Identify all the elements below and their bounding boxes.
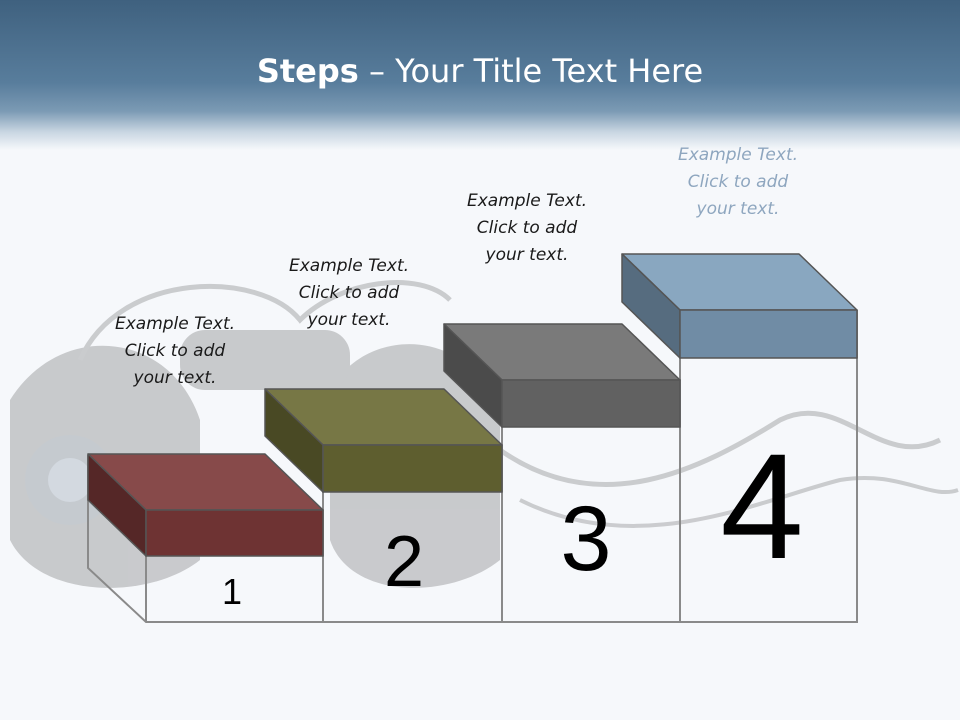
step-2-text[interactable]: Example Text. Click to add your text. (288, 256, 410, 330)
step-4-text[interactable]: Example Text. Click to add your text. (677, 145, 799, 219)
step-number-2: 2 (384, 522, 424, 602)
step-number-1: 1 (222, 571, 242, 612)
title-banner (0, 0, 960, 150)
step-number-4: 4 (720, 422, 803, 590)
step-2-block-front (322, 444, 503, 493)
step-3-text[interactable]: Example Text. Click to add your text. (466, 191, 588, 265)
step-1-text[interactable]: Example Text. Click to add your text. (114, 314, 236, 388)
title-rest: – Your Title Text Here (358, 52, 704, 90)
step-4-block-front (679, 309, 858, 359)
title-bold: Steps (256, 52, 359, 90)
step-3-block-front (501, 379, 681, 428)
step-number-3: 3 (560, 488, 611, 590)
step-1-block-front (145, 509, 324, 557)
slide-title[interactable]: Steps – Your Title Text Here (0, 52, 960, 90)
